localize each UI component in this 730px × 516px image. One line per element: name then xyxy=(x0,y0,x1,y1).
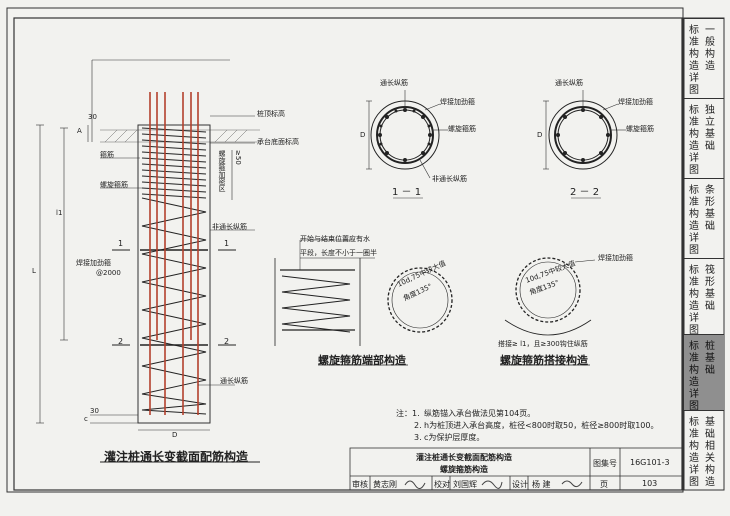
section-mark-2-left: 2 xyxy=(118,337,124,346)
s22-through-bar: 通长纵筋 xyxy=(555,79,583,87)
side-tab-sub: 标准构造详图 xyxy=(689,25,699,96)
side-tab-main: 一般构造 xyxy=(705,25,715,72)
end-note-1: 开始与结束位置应有水 xyxy=(300,235,370,243)
s11-d: D xyxy=(360,131,366,139)
signature-checker xyxy=(481,480,503,489)
through-bar-label: 通长纵筋 xyxy=(220,377,248,385)
title-block-grid xyxy=(349,447,684,491)
lap-drawing xyxy=(387,257,596,366)
note-3: c为保护层厚度。 xyxy=(424,433,485,442)
side-tab-pile[interactable]: 标准构造详图 桩基础 xyxy=(684,334,724,412)
tb-check-label: 校对 xyxy=(434,480,450,489)
section-mark-1-left: 1 xyxy=(118,239,124,248)
lap-detail-caption: 螺旋箍筋搭接构造 xyxy=(500,354,588,367)
s11-spiral: 螺旋箍筋 xyxy=(448,125,476,133)
weld-ring-label: 焊接加劲箍 xyxy=(76,259,111,267)
cap-bottom-elev: 承台底面标高 xyxy=(257,138,299,146)
main-title: 灌注桩通长变截面配筋构造 xyxy=(104,450,249,464)
end-note-2: 平段，长度不小于一圈半 xyxy=(300,249,377,257)
side-tab-raft[interactable]: 标准构造详图 筏形基础 xyxy=(684,258,724,336)
side-tab-main: 筏形基础 xyxy=(705,265,715,312)
note-2-num: 2. xyxy=(414,421,422,430)
tb-title-1: 灌注桩通长变截面配筋构造 xyxy=(416,453,512,462)
section-2-2-drawing xyxy=(543,90,626,199)
tb-review-label: 审核 xyxy=(352,480,368,489)
lap-weld-ring: 焊接加劲箍 xyxy=(598,254,633,262)
s11-non-through: 非通长纵筋 xyxy=(432,175,467,183)
side-tab-isolated[interactable]: 标准构造详图 独立基础 xyxy=(684,98,724,179)
spiral-label: 螺旋箍筋 xyxy=(100,181,128,189)
side-tab-sub: 标准构造详图 xyxy=(689,265,699,336)
s22-caption: 2 － 2 xyxy=(570,187,600,198)
s11-caption: 1 － 1 xyxy=(392,187,422,198)
section-mark-2-right: 2 xyxy=(224,337,230,346)
end-detail-caption: 螺旋箍筋端部构造 xyxy=(318,354,406,367)
tb-page-no: 103 xyxy=(642,479,658,488)
side-tab-sub: 标准构造详图 xyxy=(689,105,699,176)
side-tab-main: 独立基础 xyxy=(705,105,715,152)
stirrup-dense-zone: 螺旋箍加密区 xyxy=(218,150,226,192)
spiral-normal xyxy=(141,197,207,415)
s22-spiral: 螺旋箍筋 xyxy=(626,125,654,133)
dim-l1: l1 xyxy=(56,209,63,217)
spiral-dense xyxy=(141,127,207,199)
note-2: h为桩顶进入承台高度，桩径<800时取50，桩径≥800时取100。 xyxy=(424,421,659,430)
section-1-1-drawing xyxy=(366,90,448,199)
side-tab-main: 条形基础 xyxy=(705,185,715,232)
dim-d-bottom: D xyxy=(172,431,178,439)
tb-design-label: 设计 xyxy=(512,480,528,489)
note-3-num: 3. xyxy=(414,433,422,442)
notes-head: 注：1. xyxy=(396,409,420,418)
dim-50: ≥50 xyxy=(234,150,242,165)
s22-weld-ring: 焊接加劲箍 xyxy=(618,98,653,106)
side-tab-main: 桩基础 xyxy=(705,341,715,376)
lap-note: 搭接≥ l1，且≥300钩住纵筋 xyxy=(498,340,588,348)
dim-30-bottom: 30 xyxy=(90,407,99,415)
dim-30-top: 30 xyxy=(88,113,97,121)
stirrup-label: 箍筋 xyxy=(100,151,114,159)
dim-h: A xyxy=(77,127,82,135)
s11-weld-ring: 焊接加劲箍 xyxy=(440,98,475,106)
section-mark-1-right: 1 xyxy=(224,239,230,248)
long-bars xyxy=(149,92,199,415)
tb-title-2: 螺旋箍筋构造 xyxy=(440,465,488,474)
tb-atlas-no: 16G101-3 xyxy=(630,458,670,467)
non-through-bar-label: 非通长纵筋 xyxy=(212,223,247,231)
side-tab-sub: 标准构造详图 xyxy=(689,185,699,256)
signature-designer xyxy=(561,480,583,488)
s11-through-bar: 通长纵筋 xyxy=(380,79,408,87)
note-1: 纵筋锚入承台做法见第104页。 xyxy=(424,409,536,418)
side-tab-main: 基础相关构造 xyxy=(705,417,715,488)
s22-d: D xyxy=(537,131,543,139)
tb-checker: 刘国辉 xyxy=(453,480,477,489)
tb-reviewer: 黄志刚 xyxy=(373,480,397,489)
weld-ring-spacing: @2000 xyxy=(96,269,121,277)
pile-top-elev: 桩顶标高 xyxy=(257,110,285,118)
signature-reviewer xyxy=(404,480,426,489)
side-tab-sub: 标准构造详图 xyxy=(689,341,699,412)
tb-atlas-label: 图集号 xyxy=(593,459,617,468)
side-tab-strip[interactable]: 标准构造详图 条形基础 xyxy=(684,178,724,259)
side-tab-general[interactable]: 标准构造详图 一般构造 xyxy=(684,18,724,99)
side-tab-related[interactable]: 标准构造详图 基础相关构造 xyxy=(684,410,724,491)
pile-outline xyxy=(137,124,211,424)
spiral-end-drawing xyxy=(274,239,408,366)
side-tab-sub: 标准构造详图 xyxy=(689,417,699,488)
dim-c: c xyxy=(84,415,88,423)
tb-designer: 杨 建 xyxy=(532,480,551,489)
dim-l: L xyxy=(32,267,36,275)
tb-page-label: 页 xyxy=(600,480,608,489)
